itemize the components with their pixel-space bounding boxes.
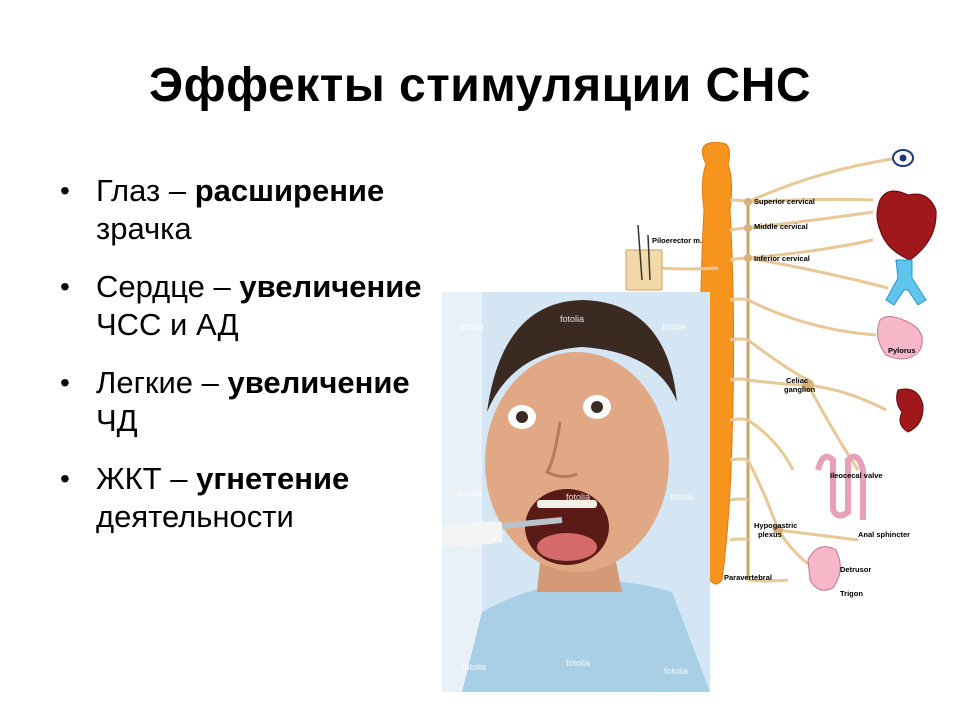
label-pylorus: Pylorus	[888, 346, 916, 355]
label-middle-cervical: Middle cervical	[754, 222, 808, 231]
shirt-shape	[462, 580, 710, 692]
watermark: fotolia	[560, 314, 585, 324]
bullet-lungs: •Легкие – увеличение ЧД	[60, 365, 410, 438]
intestine-icon	[815, 453, 866, 520]
lungs-icon	[885, 259, 927, 306]
heart-icon	[876, 190, 937, 261]
bullet-dot-icon: •	[60, 367, 70, 398]
bullet-eye: •Глаз – расширение зрачка	[60, 173, 385, 246]
label-inferior-cervical: Inferior cervical	[754, 254, 810, 263]
bullet-dot-icon: •	[60, 271, 70, 302]
bullet-dot-icon: •	[60, 175, 70, 206]
bladder-icon	[807, 546, 841, 591]
bullet-list: •Глаз – расширение зрачка •Сердце – увел…	[60, 172, 450, 556]
watermark: fotolia	[460, 322, 485, 332]
dental-patient-photo: fotolia fotolia fotolia fotolia fotolia …	[442, 292, 710, 692]
slide-title: Эффекты стимуляции СНС	[148, 59, 812, 112]
bullet-gi: •ЖКТ – угнетение деятельности	[60, 461, 350, 534]
label-ileocecal-valve: Ileocecal valve	[830, 471, 883, 480]
watermark: fotolia	[566, 658, 591, 668]
label-anal-sphincter: Anal sphincter	[858, 530, 910, 539]
watermark: fotolia	[664, 666, 689, 676]
watermark: fotolia	[462, 662, 487, 672]
label-plexus: plexus	[758, 530, 782, 539]
ganglia	[744, 198, 814, 535]
label-ganglion: ganglion	[784, 385, 816, 394]
skin-hair-icon	[625, 249, 663, 291]
watermark: fotolia	[458, 488, 483, 498]
label-superior-cervical: Superior cervical	[754, 197, 815, 206]
watermark: fotolia	[662, 322, 687, 332]
nose-shape	[544, 421, 578, 479]
kidney-icon	[896, 388, 924, 433]
patient-illustration	[442, 292, 710, 692]
label-piloerector: Piloerector m.	[652, 236, 702, 245]
label-paravertebral: Paravertebral	[724, 573, 772, 582]
label-trigon: Trigon	[840, 589, 863, 598]
hair-shape	[487, 300, 677, 412]
bullet-heart: •Сердце – увеличение ЧСС и АД	[60, 269, 422, 342]
watermark: fotolia	[566, 492, 591, 502]
bullet-dot-icon: •	[60, 463, 70, 494]
stomach-icon	[877, 316, 923, 360]
label-detrusor: Detrusor	[840, 565, 871, 574]
nerve-fibers	[657, 156, 899, 583]
label-celiac: Celiac	[786, 376, 808, 385]
label-hypogastric: Hypogastric	[754, 521, 797, 530]
watermark: fotolia	[670, 492, 695, 502]
